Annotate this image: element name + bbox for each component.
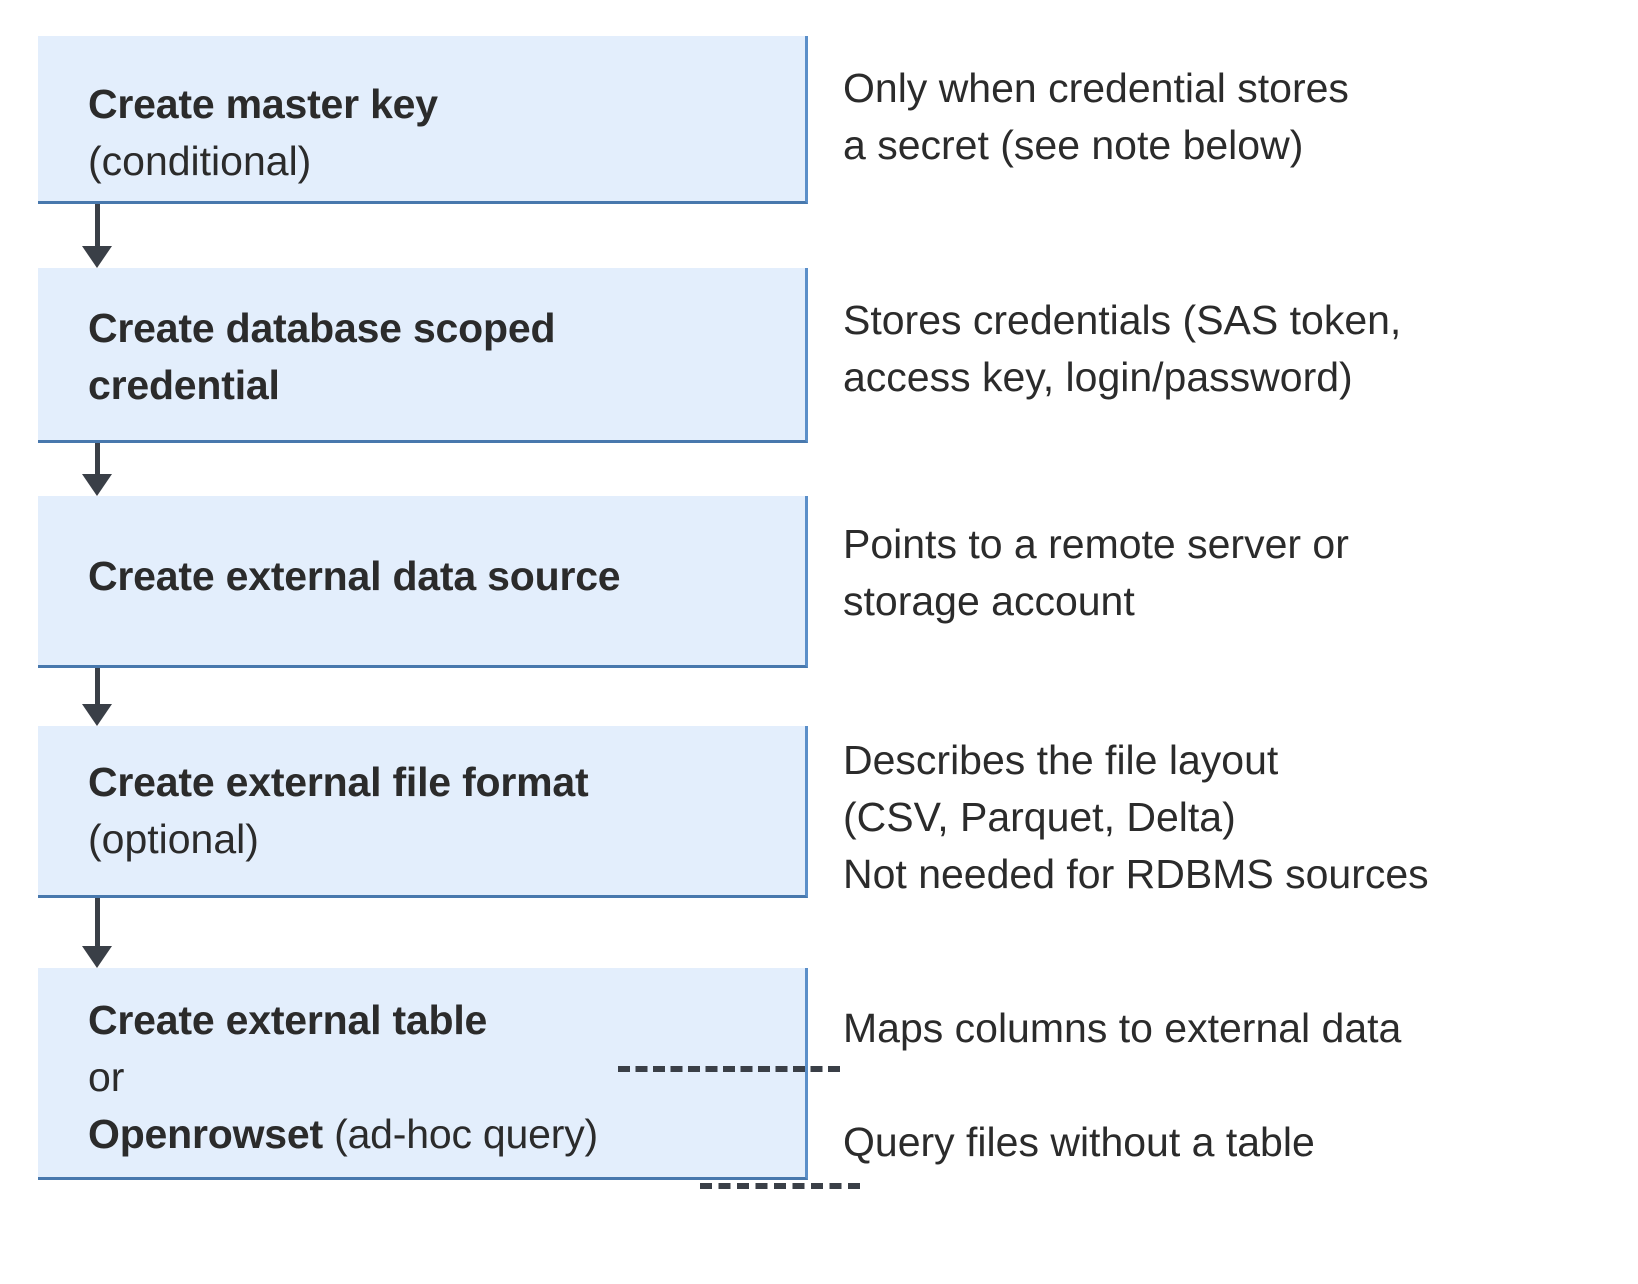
step-box-text: Create master key (conditional) [88,76,788,190]
step-box-create-external-file-format: Create external file format (optional) [38,726,808,898]
step-box-text: Create external file format (optional) [88,754,788,868]
step-box-text: Create external data source [88,548,788,605]
step-note-create-external-file-format: Describes the file layout (CSV, Parquet,… [843,737,1429,897]
arrow-shaft [95,898,100,946]
step-alt-suffix: (ad-hoc query) [322,1111,598,1157]
step-box-text: Create external table or Openrowset (ad-… [88,992,788,1163]
step-separator: or [88,1054,125,1100]
step-title: Create database scoped credential [88,305,556,408]
down-arrow-icon [82,204,112,268]
step-note-create-external-data-source: Points to a remote server or storage acc… [843,521,1349,624]
step-note-external-table: Maps columns to external data [843,1005,1402,1051]
dashed-link-external-table [618,1066,840,1072]
arrow-shaft [95,443,100,474]
arrow-shaft [95,204,100,246]
step-title: Create external table [88,997,488,1043]
dashed-link-openrowset [700,1183,860,1189]
step-title: Create external data source [88,553,621,599]
step-alt-title: Openrowset (ad-hoc query) [88,1106,788,1163]
down-arrow-icon [82,443,112,496]
step-alt-title-text: Openrowset [88,1111,323,1157]
step-subtitle: (conditional) [88,138,312,184]
step-title: Create external file format [88,759,589,805]
step-box-create-database-scoped-credential: Create database scoped credential [38,268,808,443]
step-note-openrowset: Query files without a table [843,1119,1315,1165]
step-title: Create master key [88,81,438,127]
step-box-create-external-data-source: Create external data source [38,496,808,668]
arrow-head [82,474,112,496]
arrow-head [82,946,112,968]
step-box-text: Create database scoped credential [88,300,788,414]
step-subtitle: (optional) [88,816,259,862]
down-arrow-icon [82,668,112,726]
arrow-head [82,246,112,268]
arrow-shaft [95,668,100,704]
step-box-create-external-table-or-openrowset: Create external table or Openrowset (ad-… [38,968,808,1180]
down-arrow-icon [82,898,112,968]
step-note-create-master-key: Only when credential stores a secret (se… [843,65,1349,168]
step-box-create-master-key: Create master key (conditional) [38,36,808,204]
step-note-create-database-scoped-credential: Stores credentials (SAS token, access ke… [843,297,1402,400]
arrow-head [82,704,112,726]
